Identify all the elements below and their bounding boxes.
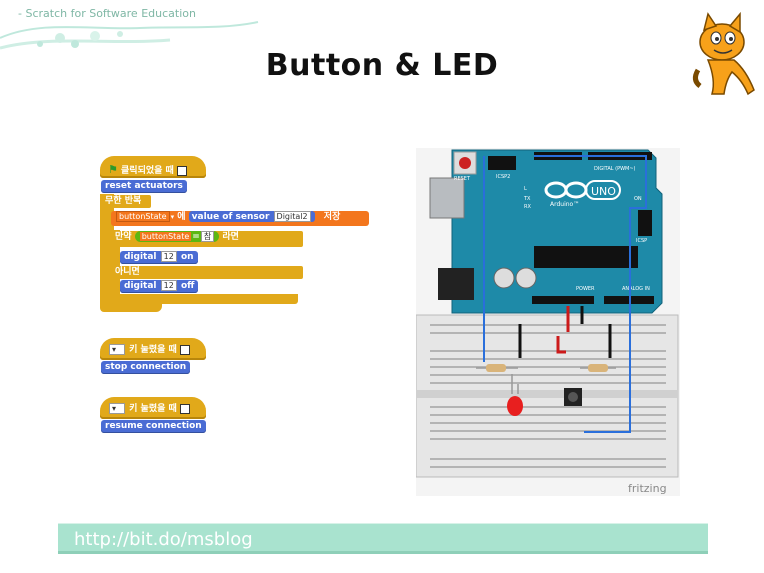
key-checkbox (179, 344, 190, 355)
icsp2-header (488, 156, 516, 170)
digital-off-block[interactable]: digital 12 off (120, 280, 199, 293)
equals-sign: = (192, 232, 200, 242)
key-pressed-label: 키 눌렸을 때 (129, 345, 177, 355)
key-dropdown[interactable]: ▾ (109, 344, 125, 355)
equals-operator[interactable]: buttonState=참 (134, 231, 220, 242)
power-label: POWER (576, 286, 595, 292)
when-key-pressed-block[interactable]: ▾ 키 눌렸을 때 (100, 397, 206, 419)
board-name: UNO (591, 185, 616, 198)
pin-dropdown[interactable]: 12 (160, 280, 177, 291)
analog-label: ANALOG IN (622, 286, 650, 292)
fritzing-label: fritzing (628, 482, 667, 495)
reset-label: RESET (454, 176, 471, 182)
stop-connection-block[interactable]: stop connection (101, 361, 191, 374)
digital-label: DIGITAL (PWM~) (594, 166, 636, 172)
pin-dropdown[interactable]: 12 (160, 251, 177, 262)
l-label: L (524, 186, 527, 192)
pushbutton (564, 388, 582, 406)
set-variable-block[interactable]: buttonState▾ 에 value of sensor Digital2 … (111, 211, 369, 226)
condition-variable: buttonState (139, 232, 192, 241)
if-label: 만약 (115, 232, 132, 242)
icsp-label: ICSP (636, 238, 647, 244)
else-section: 아니면 (111, 266, 303, 279)
off-label: off (180, 281, 195, 291)
green-flag-icon: ⚑ (108, 163, 118, 176)
flag-checkbox (176, 165, 187, 176)
then-label: 라면 (222, 232, 239, 242)
key-dropdown[interactable]: ▾ (109, 403, 125, 414)
value-of-sensor-reporter[interactable]: value of sensor Digital2 (188, 211, 315, 222)
tx-label: TX (523, 196, 531, 202)
red-wire-rail (556, 336, 566, 354)
when-flag-clicked-block[interactable]: ⚑ 클릭되었을 때 (100, 156, 206, 178)
key-checkbox (179, 403, 190, 414)
capacitor-2 (515, 267, 537, 289)
to-label: 에 (177, 212, 186, 222)
resume-connection-block[interactable]: resume connection (101, 420, 206, 433)
floral-header-decoration (0, 21, 259, 50)
power-jack (438, 268, 474, 300)
forever-label: 무한 반복 (105, 196, 142, 206)
else-label: 아니면 (115, 267, 140, 277)
icsp2-label: ICSP2 (496, 174, 510, 180)
blue-wire-pin2 (534, 155, 647, 433)
blog-link[interactable]: http://bit.do/msblog (74, 529, 253, 550)
stop-connection-label: stop connection (105, 362, 187, 372)
resume-connection-label: resume connection (105, 421, 202, 431)
atmega-chip (534, 246, 638, 268)
digital-on-block[interactable]: digital 12 on (120, 251, 198, 264)
reset-button-cap (459, 157, 471, 169)
usb-port (429, 177, 465, 219)
on-label: on (180, 252, 194, 262)
board-brand: Arduino™ (550, 201, 579, 208)
footer-bar: http://bit.do/msblog (58, 523, 708, 554)
power-header (532, 296, 594, 304)
on-label: ON (634, 196, 642, 202)
condition-value-input[interactable]: 참 (200, 231, 215, 242)
scratch-cat-icon (692, 11, 755, 96)
arduino-logo: UNO Arduino™ (544, 180, 621, 208)
dropdown-arrow-icon: ▾ (170, 213, 175, 221)
red-led (507, 374, 523, 416)
if-else-block[interactable]: 만약 buttonState=참 라면 (111, 231, 303, 247)
rx-label: RX (524, 204, 531, 210)
reset-actuators-block[interactable]: reset actuators (101, 180, 187, 193)
if-block-bottom (110, 294, 298, 304)
icsp-header (638, 210, 652, 236)
save-label: 저장 (323, 212, 341, 222)
slide-title: Button & LED (265, 48, 499, 83)
when-clicked-label: 클릭되었을 때 (121, 166, 174, 176)
variable-dropdown[interactable]: buttonState (116, 211, 170, 222)
key-pressed-label: 키 눌렸을 때 (129, 404, 177, 414)
sensor-dropdown[interactable]: Digital2 (273, 211, 311, 222)
resistor-1 (476, 364, 518, 372)
breadboard-holes (430, 324, 666, 468)
fritzing-circuit-diagram: RESET ICSP2 DIGITAL (PWM~) UNO Arduino™ … (416, 148, 680, 496)
resistor-2 (580, 364, 616, 372)
digital-label: digital (124, 281, 157, 291)
course-subtitle: - Scratch for Software Education (18, 7, 196, 20)
reset-label: reset actuators (105, 181, 183, 191)
value-of-sensor-label: value of sensor (191, 212, 270, 222)
digital-label: digital (124, 252, 157, 262)
breadboard-center-channel (416, 390, 678, 398)
forever-block[interactable]: 무한 반복 (101, 195, 151, 208)
capacitor-1 (493, 267, 515, 289)
when-key-pressed-block[interactable]: ▾ 키 눌렸을 때 (100, 338, 206, 360)
